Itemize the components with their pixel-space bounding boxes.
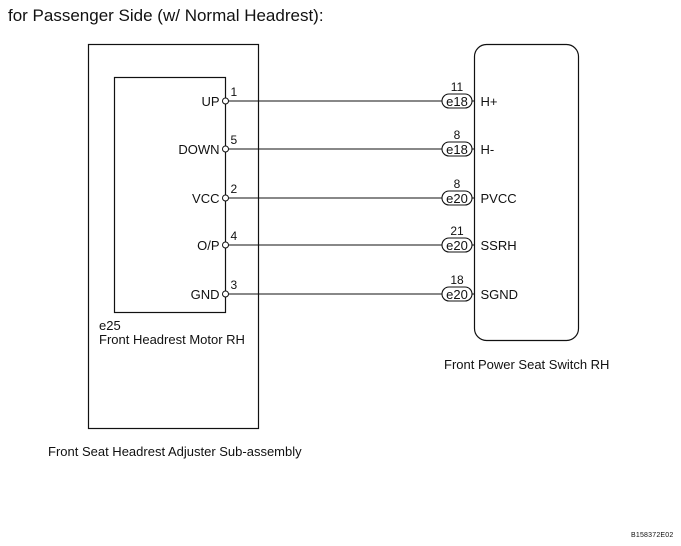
circuit-5-pin-terminal bbox=[222, 290, 229, 298]
circuit-4-connector-capsule bbox=[441, 237, 473, 253]
circuit-1-motor-pin-label: UP bbox=[201, 94, 219, 109]
circuit-3-motor-pin-number: 2 bbox=[231, 182, 238, 196]
circuit-5-motor-pin-number: 3 bbox=[231, 278, 238, 292]
circuit-5-switch-pin-label: SGND bbox=[481, 287, 519, 302]
circuit-4-motor-pin-number: 4 bbox=[231, 229, 238, 243]
circuit-3-pin-terminal bbox=[222, 194, 229, 202]
circuit-1-switch-pin-number: 11 bbox=[451, 80, 464, 94]
circuit-5-connector-code: e20 bbox=[446, 287, 468, 302]
circuit-2-motor-pin-number: 5 bbox=[231, 133, 238, 147]
circuit-2-switch-pin-label: H- bbox=[481, 142, 495, 157]
circuit-3-connector-code: e20 bbox=[446, 191, 468, 206]
circuit-5-connector-capsule bbox=[441, 286, 473, 302]
page-title: for Passenger Side (w/ Normal Headrest): bbox=[8, 6, 324, 25]
sub-assembly-box bbox=[87, 43, 260, 430]
circuit-4-switch-pin-label: SSRH bbox=[481, 238, 517, 253]
circuit-4-connector-code: e20 bbox=[446, 238, 468, 253]
sub-assembly-label: Front Seat Headrest Adjuster Sub-assembl… bbox=[48, 444, 302, 459]
circuit-3-switch-pin-label: PVCC bbox=[481, 191, 517, 206]
circuit-3-motor-pin-label: VCC bbox=[192, 191, 219, 206]
circuit-4-motor-pin-label: O/P bbox=[197, 238, 219, 253]
circuit-5-switch-pin-number: 18 bbox=[450, 273, 464, 287]
circuit-4-pin-terminal bbox=[222, 241, 229, 249]
circuit-1-pin-terminal bbox=[222, 97, 229, 105]
document-code: B158372E02 bbox=[631, 532, 674, 539]
circuits-layer: UP1e1811H+DOWN5e188H-VCC2e208PVCCO/P4e20… bbox=[178, 80, 518, 302]
switch-box bbox=[473, 43, 580, 342]
circuit-3-connector-capsule bbox=[441, 190, 473, 206]
circuit-2-connector-code: e18 bbox=[446, 142, 468, 157]
circuit-3-switch-pin-number: 8 bbox=[454, 177, 461, 191]
motor-name: Front Headrest Motor RH bbox=[99, 332, 245, 347]
circuit-2-motor-pin-label: DOWN bbox=[178, 142, 219, 157]
circuit-2-connector-capsule bbox=[441, 141, 473, 157]
circuit-2-switch-pin-number: 8 bbox=[454, 128, 461, 142]
motor-code: e25 bbox=[99, 318, 121, 333]
switch-name: Front Power Seat Switch RH bbox=[444, 357, 610, 372]
circuit-2-pin-terminal bbox=[222, 145, 229, 153]
circuit-1-connector-code: e18 bbox=[446, 94, 468, 109]
circuit-5-motor-pin-label: GND bbox=[191, 287, 220, 302]
circuit-4-switch-pin-number: 21 bbox=[450, 224, 464, 238]
circuit-1-switch-pin-label: H+ bbox=[481, 94, 498, 109]
circuit-1-motor-pin-number: 1 bbox=[231, 85, 238, 99]
circuit-1-connector-capsule bbox=[441, 93, 473, 109]
